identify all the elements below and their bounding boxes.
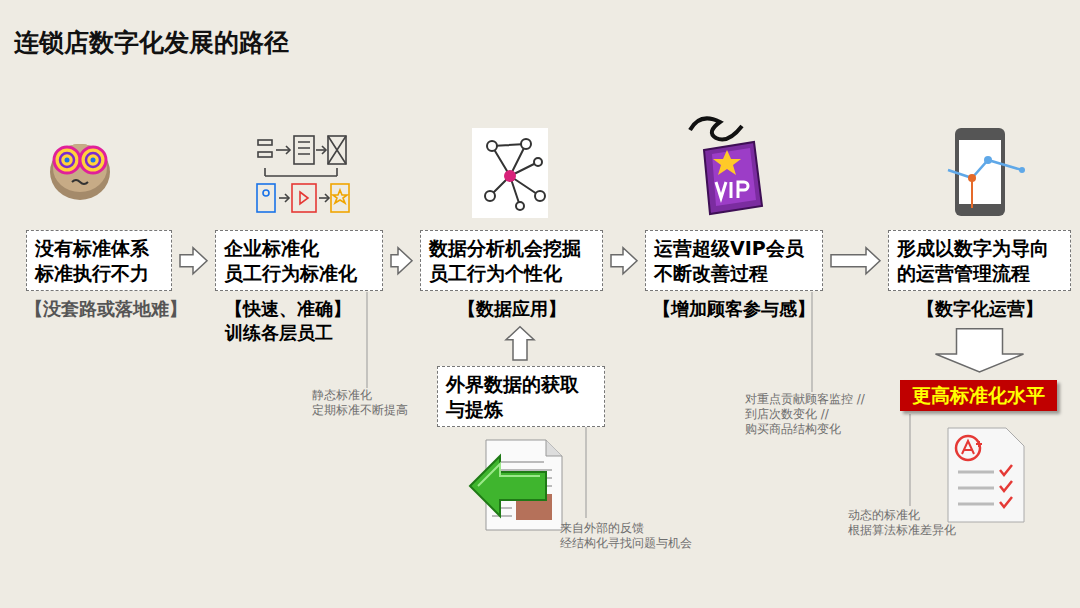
node-group: 形成以数字为导向 的运营管理流程【数字化运营】 <box>888 230 1071 321</box>
box-subtitle: 【数据应用】 <box>458 297 566 320</box>
annotation-note: 动态的标准化 根据算法标准差异化 <box>848 508 978 538</box>
arrow-shape <box>391 248 412 274</box>
process-box: 形成以数字为导向 的运营管理流程 <box>888 230 1071 291</box>
box-text: 形成以数字为导向 的运营管理流程 <box>897 236 1062 285</box>
hollow-arrow <box>831 248 880 274</box>
node-group: 外界数据的获取 与提炼 <box>437 366 605 427</box>
process-flow-icon <box>257 136 349 212</box>
box-subtitle: 【没套路或落地难】 <box>25 297 173 320</box>
arrow-shape <box>506 327 534 360</box>
box-text: 外界数据的获取 与提炼 <box>446 372 596 421</box>
box-subtitle: 【数字化运营】 <box>917 297 1043 320</box>
diagram-title: 连锁店数字化发展的路径 <box>14 26 289 59</box>
node-group: 更高标准化水平 <box>900 380 1057 411</box>
node-group: 企业标准化 员工行为标准化【快速、准确】 训练各层员工 <box>215 230 383 344</box>
dizzy-face-icon <box>50 144 110 200</box>
vip-icon <box>690 118 762 214</box>
highlight-box: 更高标准化水平 <box>900 380 1057 411</box>
hollow-arrow <box>391 248 412 274</box>
grade-document-icon <box>948 428 1024 522</box>
node-group: 运营超级VIP会员 不断改善过程【增加顾客参与感】 <box>645 230 823 321</box>
box-text: 企业标准化 员工行为标准化 <box>224 236 374 285</box>
process-box: 数据分析机会挖掘 员工行为个性化 <box>420 230 603 291</box>
box-text: 数据分析机会挖掘 员工行为个性化 <box>429 236 594 285</box>
process-box: 运营超级VIP会员 不断改善过程 <box>645 230 823 291</box>
process-box: 企业标准化 员工行为标准化 <box>215 230 383 291</box>
arrow-shape <box>831 248 880 274</box>
network-icon <box>472 128 548 218</box>
node-group: 没有标准体系 标准执行不力【没套路或落地难】 <box>25 230 173 321</box>
annotation-note: 来自外部的反馈 经结构化寻找问题与机会 <box>560 521 710 551</box>
document-arrow-icon <box>470 440 562 530</box>
annotation-note: 对重点贡献顾客监控 //到店次数变化 //购买商品结构变化 <box>745 392 873 437</box>
annotation-note: 静态标准化 定期标准不断提高 <box>312 388 416 418</box>
arrow-shape <box>180 248 207 274</box>
hollow-arrow <box>611 248 637 274</box>
process-box: 外界数据的获取 与提炼 <box>437 366 605 427</box>
hollow-arrow <box>936 329 1024 372</box>
arrow-shape <box>611 248 637 274</box>
hollow-arrow <box>506 327 534 360</box>
arrow-shape <box>936 329 1024 372</box>
node-group: 数据分析机会挖掘 员工行为个性化【数据应用】 <box>420 230 603 321</box>
box-text: 没有标准体系 标准执行不力 <box>35 236 163 285</box>
box-text: 更高标准化水平 <box>912 383 1045 408</box>
box-text: 运营超级VIP会员 不断改善过程 <box>654 236 814 285</box>
leader-lines <box>367 292 910 518</box>
process-box: 没有标准体系 标准执行不力 <box>26 230 172 291</box>
hollow-arrow <box>180 248 207 274</box>
box-subtitle: 【增加顾客参与感】 <box>653 297 815 320</box>
box-subtitle: 【快速、准确】 训练各层员工 <box>225 297 365 344</box>
phone-chart-icon <box>948 128 1025 216</box>
